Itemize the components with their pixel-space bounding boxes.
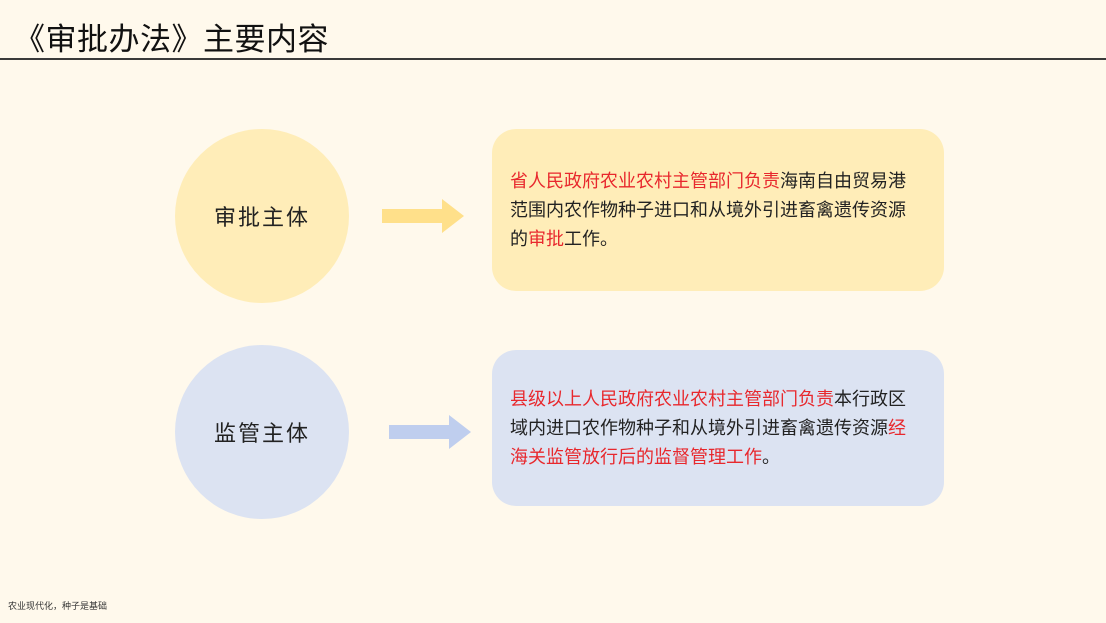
approval-tail-text: 工作。 <box>564 228 618 250</box>
approval-description: 省人民政府农业农村主管部门负责海南自由贸易港范围内农作物种子进口和从境外引进畜禽… <box>510 167 922 254</box>
approval-subject-circle: 审批主体 <box>175 129 349 303</box>
supervision-keyword: 经海关监管放行后的监督管理工作 <box>510 417 906 468</box>
supervision-description-box: 县级以上人民政府农业农村主管部门负责本行政区域内进口农作物种子和从境外引进畜禽遗… <box>492 350 944 506</box>
title-divider <box>0 58 1106 60</box>
approval-description-box: 省人民政府农业农村主管部门负责海南自由贸易港范围内农作物种子进口和从境外引进畜禽… <box>492 129 944 291</box>
supervision-description: 县级以上人民政府农业农村主管部门负责本行政区域内进口农作物种子和从境外引进畜禽遗… <box>510 385 922 472</box>
supervision-responsible-party: 县级以上人民政府农业农村主管部门负责 <box>510 388 834 410</box>
supervision-tail-text: 。 <box>762 446 780 468</box>
approval-scope-text: 海南自由贸易港范围内农作物种子进口和从境外引进畜禽遗传资源的 <box>510 170 906 250</box>
footer-slogan: 农业现代化，种子是基础 <box>8 602 108 612</box>
approval-subject-label: 审批主体 <box>213 206 310 231</box>
approval-keyword: 审批 <box>528 228 564 250</box>
approval-responsible-party: 省人民政府农业农村主管部门负责 <box>510 170 780 192</box>
page-title: 《审批办法》主要内容 <box>14 22 329 58</box>
arrow-right-icon <box>382 199 464 233</box>
supervision-subject-label: 监管主体 <box>213 422 310 447</box>
supervision-scope-text: 本行政区域内进口农作物种子和从境外引进畜禽遗传资源 <box>510 388 906 439</box>
supervision-subject-circle: 监管主体 <box>175 345 349 519</box>
arrow-right-icon <box>389 415 471 449</box>
